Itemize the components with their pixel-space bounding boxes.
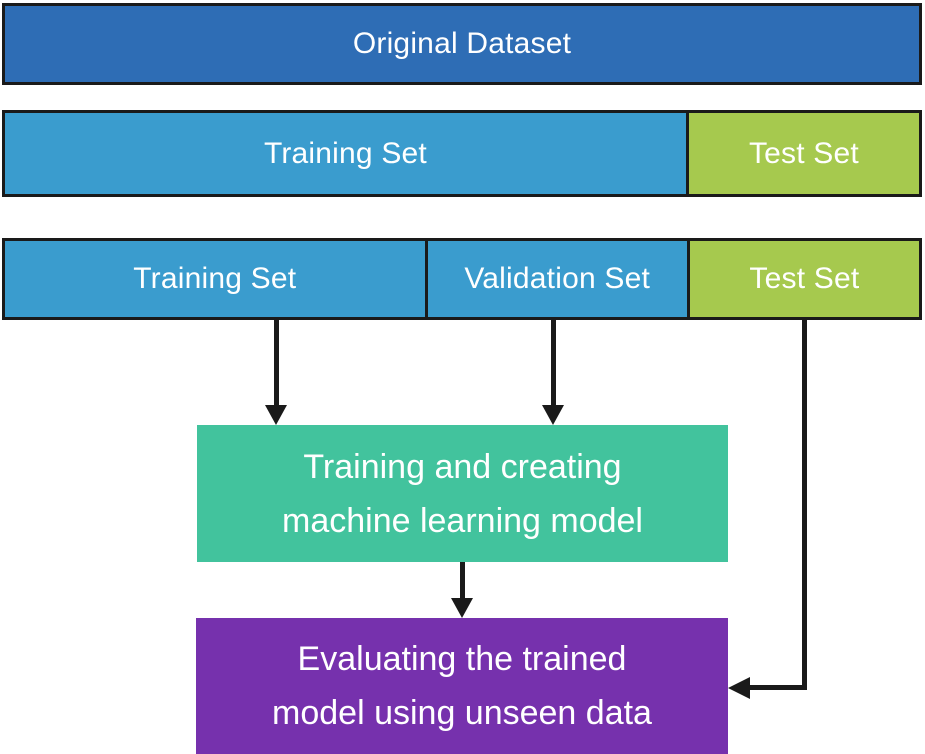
training-model-box-line2: machine learning model [282,501,643,540]
evaluation-box: Evaluating the trained model using unsee… [196,618,728,754]
original-dataset-label: Original Dataset [5,6,919,82]
test-to-evaluation-arrow-horizontal [748,685,807,690]
training-to-model-arrow [274,319,279,407]
split3-test-set-label: Test Set [686,241,919,317]
training-model-box-line1: Training and creating [303,447,622,486]
evaluation-box-line2: model using unseen data [272,694,652,732]
split3-training-set-label: Training Set [5,241,425,317]
split2-training-set-label: Training Set [5,113,686,194]
test-to-evaluation-arrow-vertical [802,319,807,690]
model-to-evaluation-arrowhead-icon [451,598,473,618]
training-to-model-arrowhead-icon [265,405,287,425]
model-to-evaluation-arrow [460,562,465,600]
validation-to-model-arrow [551,319,556,407]
split3-validation-set-label: Validation Set [424,241,687,317]
train-test-split-bar: Training Set Test Set [2,110,922,197]
evaluation-box-line1: Evaluating the trained [297,640,627,678]
training-model-box: Training and creating machine learning m… [197,425,728,562]
train-validation-test-split-bar: Training Set Validation Set Test Set [2,238,922,320]
original-dataset-bar: Original Dataset [2,3,922,85]
split2-test-set-label: Test Set [685,113,919,194]
validation-to-model-arrowhead-icon [542,405,564,425]
test-to-evaluation-arrowhead-icon [728,677,750,699]
